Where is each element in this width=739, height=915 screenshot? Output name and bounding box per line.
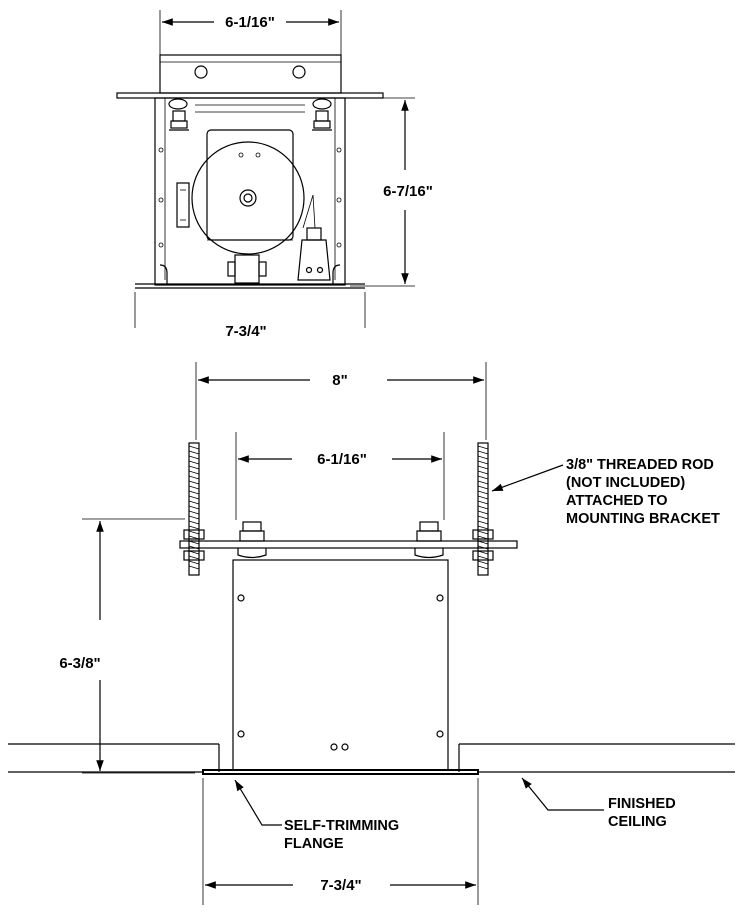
ceiling-callout-line2: CEILING [608, 814, 667, 830]
ceiling-callout-line1: FINISHED [608, 796, 676, 812]
threaded-rod-left [188, 442, 200, 576]
rod-callout-line4: MOUNTING BRACKET [566, 511, 720, 527]
rod-spacing-label: 8" [332, 372, 347, 389]
top-view: 6-1/16" [116, 10, 433, 340]
top-bottom-width-label: 7-3/4" [225, 323, 266, 340]
flange-callout-line2: FLANGE [284, 836, 344, 852]
front-view: 8" 6-1/16" [8, 362, 735, 905]
rod-callout-line1: 3/8" THREADED ROD [566, 457, 714, 473]
front-height-label: 6-3/8" [59, 655, 100, 672]
top-height-label: 6-7/16" [383, 183, 433, 200]
flange-callout-line1: SELF-TRIMMING [284, 818, 399, 834]
threaded-rod-right [477, 442, 489, 576]
flange-width-label: 7-3/4" [320, 877, 361, 894]
self-trimming-flange [202, 769, 479, 775]
finished-ceiling [8, 743, 735, 773]
top-width-label: 6-1/16" [225, 14, 275, 31]
rod-callout-line2: (NOT INCLUDED) [566, 475, 685, 491]
rod-callout-line3: ATTACHED TO [566, 493, 668, 509]
housing-width-label: 6-1/16" [317, 451, 367, 468]
